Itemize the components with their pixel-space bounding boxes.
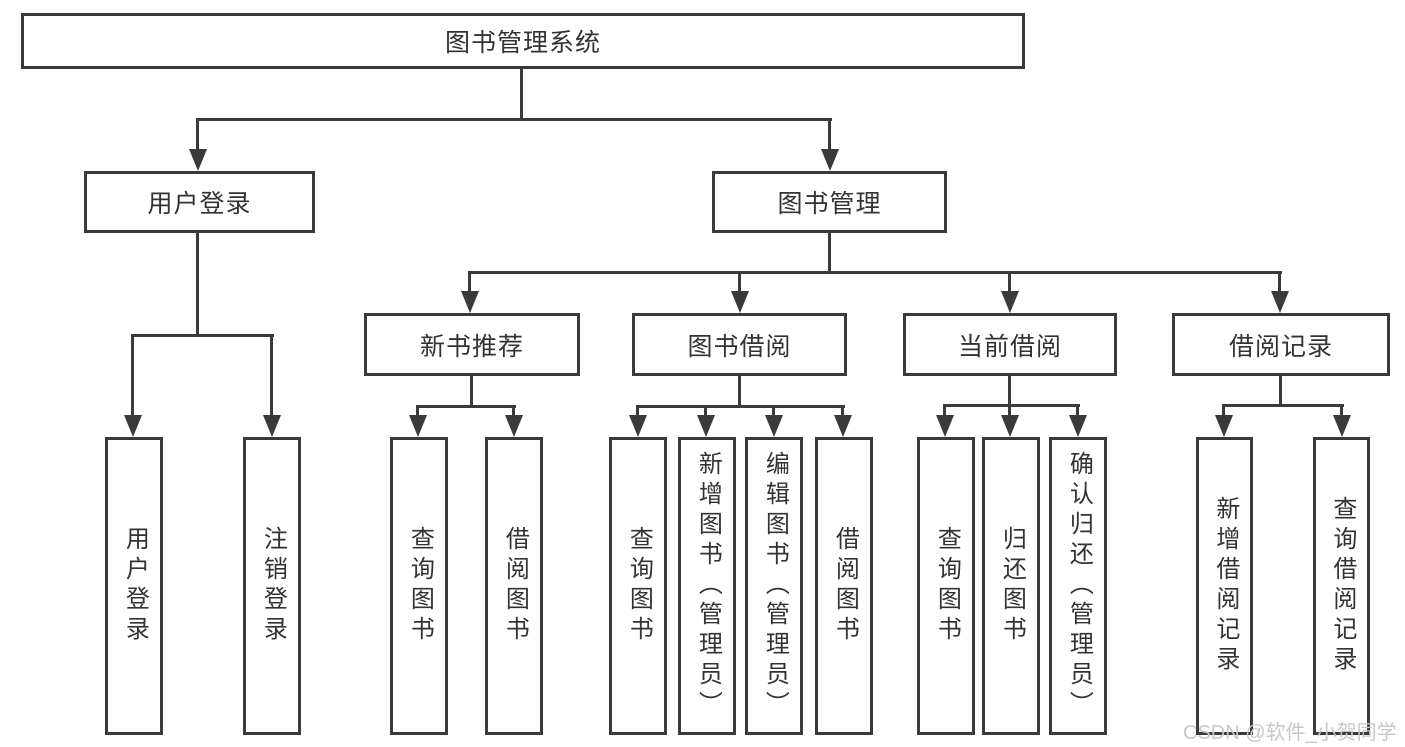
connector-root-stub [520, 69, 523, 120]
connector-bookborrow-hline [636, 405, 845, 408]
arrow-to-bookborrow-add [696, 405, 716, 437]
arrowhead-icon [834, 415, 852, 437]
arrowhead-icon [189, 149, 207, 171]
leaf-bookborrow-query: 查询图书 [609, 437, 667, 735]
leaf-records-query: 查询借阅记录 [1313, 437, 1370, 735]
node-book-borrow: 图书借阅 [632, 313, 847, 376]
arrow-to-current-return [1000, 404, 1020, 437]
connector-current-hline [943, 404, 1080, 407]
connector-records-hline [1222, 404, 1344, 407]
arrow-to-logout [262, 334, 282, 437]
leaf-logout: 注销登录 [243, 437, 301, 735]
leaf-bookborrow-edit-label: 编辑图书（管理员） [761, 451, 789, 721]
arrow-to-login [123, 334, 143, 437]
leaf-bookborrow-borrow-label: 借阅图书 [831, 526, 859, 646]
leaf-logout-label: 注销登录 [259, 526, 287, 646]
leaf-current-confirm-return: 确认归还（管理员） [1049, 437, 1107, 735]
leaf-newbooks-borrow-label: 借阅图书 [501, 526, 529, 646]
node-borrow-records-label: 借阅记录 [1228, 332, 1333, 361]
leaf-user-login: 用户登录 [105, 437, 163, 735]
node-user-login-label: 用户登录 [147, 190, 252, 218]
arrowhead-icon [1333, 415, 1351, 437]
arrow-to-records-query [1332, 404, 1352, 437]
arrowhead-icon [409, 415, 427, 437]
arrowhead-icon [1001, 415, 1019, 437]
leaf-records-query-label: 查询借阅记录 [1328, 496, 1356, 676]
arrowhead-icon [765, 415, 783, 437]
node-current-borrow-label: 当前借阅 [957, 332, 1062, 361]
arrow-to-book-management [820, 118, 840, 171]
node-new-book-recommend-label: 新书推荐 [419, 332, 524, 361]
leaf-bookborrow-query-label: 查询图书 [625, 526, 653, 646]
arrow-to-current-borrow [1000, 271, 1020, 313]
arrowhead-icon [731, 291, 749, 313]
arrowhead-icon [124, 415, 142, 437]
leaf-current-query-label: 查询图书 [933, 526, 961, 646]
leaf-user-login-label: 用户登录 [121, 526, 149, 646]
arrow-to-current-query [935, 404, 955, 437]
arrowhead-icon [461, 291, 479, 313]
arrowhead-icon [1069, 415, 1087, 437]
arrowhead-icon [697, 415, 715, 437]
arrow-to-book-borrow [730, 271, 750, 313]
arrow-to-new-book-recommend [460, 271, 480, 313]
arrowhead-icon [1001, 291, 1019, 313]
connector-records-stub [1279, 375, 1282, 407]
arrow-to-borrow-records [1270, 271, 1290, 313]
node-user-login: 用户登录 [84, 171, 315, 233]
leaf-newbooks-borrow: 借阅图书 [485, 437, 543, 735]
leaf-bookborrow-borrow: 借阅图书 [815, 437, 873, 735]
node-book-management-label: 图书管理 [777, 190, 882, 218]
arrowhead-icon [821, 149, 839, 171]
leaf-bookborrow-add: 新增图书（管理员） [678, 437, 736, 735]
node-current-borrow: 当前借阅 [903, 313, 1117, 376]
leaf-records-add: 新增借阅记录 [1196, 437, 1253, 735]
connector-userlogin-stub [196, 233, 199, 337]
connector-newbooks-hline [416, 405, 516, 408]
arrow-to-bookborrow-borrow [833, 405, 853, 437]
arrow-to-newbooks-borrow [504, 405, 524, 437]
connector-root-hline [197, 118, 832, 121]
arrowhead-icon [936, 415, 954, 437]
node-book-borrow-label: 图书借阅 [687, 332, 792, 361]
node-book-management: 图书管理 [712, 171, 947, 233]
arrow-to-bookborrow-edit [764, 405, 784, 437]
node-borrow-records: 借阅记录 [1172, 313, 1390, 376]
arrow-to-current-confirm [1068, 404, 1088, 437]
node-library-system: 图书管理系统 [21, 13, 1025, 69]
node-library-system-label: 图书管理系统 [444, 29, 601, 57]
connector-current-stub [1008, 375, 1011, 407]
node-new-book-recommend: 新书推荐 [364, 313, 580, 376]
arrow-to-newbooks-query [408, 405, 428, 437]
leaf-current-query: 查询图书 [917, 437, 975, 735]
arrow-to-user-login [188, 118, 208, 171]
arrowhead-icon [1271, 291, 1289, 313]
leaf-current-return: 归还图书 [982, 437, 1040, 735]
connector-userlogin-hline [131, 334, 274, 337]
leaf-current-confirm-return-label: 确认归还（管理员） [1065, 451, 1093, 721]
leaf-records-add-label: 新增借阅记录 [1211, 496, 1239, 676]
arrowhead-icon [629, 415, 647, 437]
leaf-bookborrow-edit: 编辑图书（管理员） [745, 437, 803, 735]
arrowhead-icon [263, 415, 281, 437]
arrow-to-records-add [1214, 404, 1234, 437]
connector-bookmgmt-stub [828, 233, 831, 274]
connector-newbooks-stub [470, 375, 473, 408]
leaf-bookborrow-add-label: 新增图书（管理员） [694, 451, 722, 721]
connector-bookmgmt-hline [468, 271, 1282, 274]
leaf-newbooks-query: 查询图书 [390, 437, 448, 735]
leaf-current-return-label: 归还图书 [998, 526, 1026, 646]
watermark: CSDN @软件_小贺同学 [1183, 722, 1397, 744]
connector-bookborrow-stub [738, 375, 741, 408]
arrowhead-icon [505, 415, 523, 437]
arrowhead-icon [1215, 415, 1233, 437]
leaf-newbooks-query-label: 查询图书 [406, 526, 434, 646]
arrow-to-bookborrow-query [628, 405, 648, 437]
